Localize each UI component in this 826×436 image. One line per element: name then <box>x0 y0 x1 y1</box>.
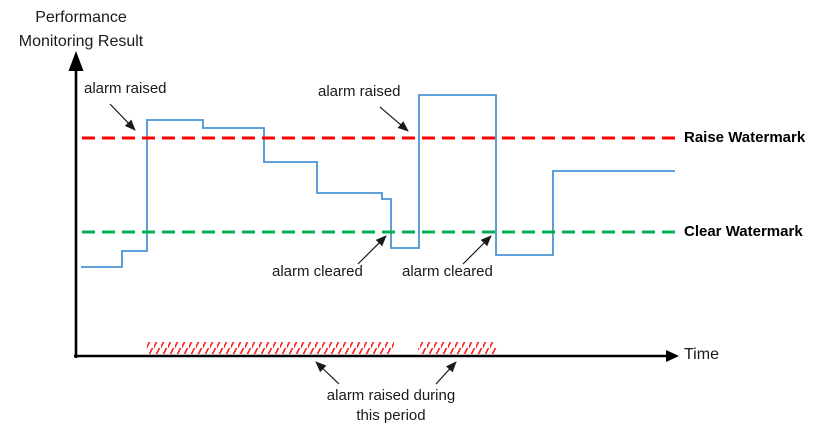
annotation-alarm-period: alarm raised during this period <box>306 386 476 426</box>
annotation-alarm-period-line2: this period <box>356 407 426 424</box>
annotation-alarm-raised-1: alarm raised <box>84 80 167 97</box>
alarm-active-band-1 <box>146 342 394 354</box>
y-axis-arrowhead <box>68 51 84 71</box>
clear-watermark-label: Clear Watermark <box>684 223 803 240</box>
annotation-arrow-3 <box>357 235 387 265</box>
annotation-arrow-5 <box>315 361 340 385</box>
alarm-active-band-2 <box>418 342 497 354</box>
y-axis-title-line1: Performance <box>35 9 127 26</box>
y-axis-title-line2: Monitoring Result <box>18 33 144 50</box>
annotation-arrow-1 <box>109 103 136 131</box>
annotation-alarm-cleared-1: alarm cleared <box>272 263 363 280</box>
x-axis-arrowhead <box>666 350 679 362</box>
annotation-alarm-period-line1: alarm raised during <box>326 387 456 404</box>
x-axis-label: Time <box>684 346 719 363</box>
y-axis-title: Performance Monitoring Result <box>0 6 162 54</box>
annotation-arrow-6 <box>435 361 457 385</box>
annotation-arrow-4 <box>462 235 492 265</box>
annotation-alarm-cleared-2: alarm cleared <box>402 263 493 280</box>
raise-watermark-label: Raise Watermark <box>684 129 806 146</box>
annotation-alarm-raised-2: alarm raised <box>318 83 401 100</box>
annotation-arrow-2 <box>379 106 409 132</box>
monitoring-result-line <box>81 94 675 268</box>
